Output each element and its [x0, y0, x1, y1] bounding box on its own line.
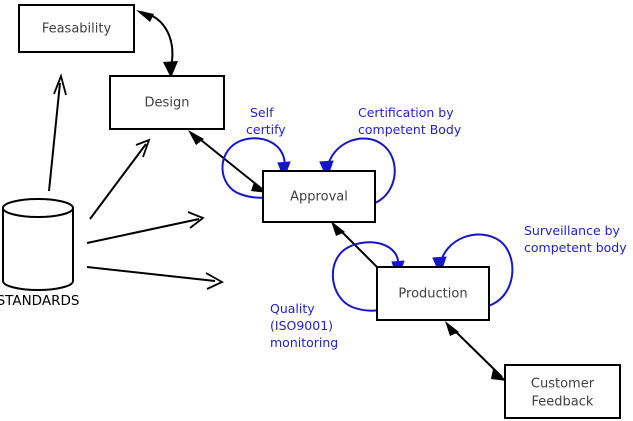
annotation-self-certify-line2: certify — [246, 122, 286, 137]
edge-standards-design — [89, 138, 151, 220]
node-feasability-label: Feasability — [42, 22, 112, 37]
node-customer-feedback-label-line2: Feedback — [532, 395, 594, 410]
datastore-standards-label: STANDARDS — [0, 293, 79, 309]
annotation-self-certify: Self certify — [246, 105, 286, 137]
annotation-surveillance-line2: competent body — [524, 240, 627, 255]
annotation-surveillance-line1: Surveillance by — [524, 223, 621, 238]
annotation-certification-competent-body: Certification by competent Body — [358, 105, 462, 137]
edge-feasability-design — [136, 10, 178, 78]
annotation-certification-line1: Certification by — [358, 105, 454, 120]
edge-standards-feasability — [48, 73, 67, 192]
node-customer-feedback[interactable]: Customer Feedback — [504, 364, 621, 419]
annotation-quality-line2: (ISO9001) — [270, 318, 333, 333]
node-design[interactable]: Design — [109, 75, 225, 130]
node-customer-feedback-label-line1: Customer — [531, 377, 595, 392]
node-approval[interactable]: Approval — [262, 170, 376, 223]
edge-standards-production — [86, 266, 224, 290]
annotation-quality-line1: Quality — [270, 301, 315, 316]
node-feasability[interactable]: Feasability — [18, 4, 135, 53]
annotation-surveillance-competent-body: Surveillance by competent body — [524, 223, 627, 255]
annotation-quality-monitoring: Quality (ISO9001) monitoring — [270, 301, 338, 350]
node-approval-label: Approval — [290, 190, 348, 205]
node-production[interactable]: Production — [376, 266, 490, 321]
node-production-label: Production — [398, 287, 467, 302]
annotation-quality-line3: monitoring — [270, 335, 338, 350]
annotation-certification-line2: competent Body — [358, 122, 462, 137]
edge-standards-approval — [86, 211, 205, 244]
datastore-standards[interactable]: STANDARDS — [0, 198, 79, 309]
edge-production-customer-feedback — [445, 321, 507, 381]
annotation-self-certify-line1: Self — [250, 105, 274, 120]
node-design-label: Design — [145, 96, 190, 111]
